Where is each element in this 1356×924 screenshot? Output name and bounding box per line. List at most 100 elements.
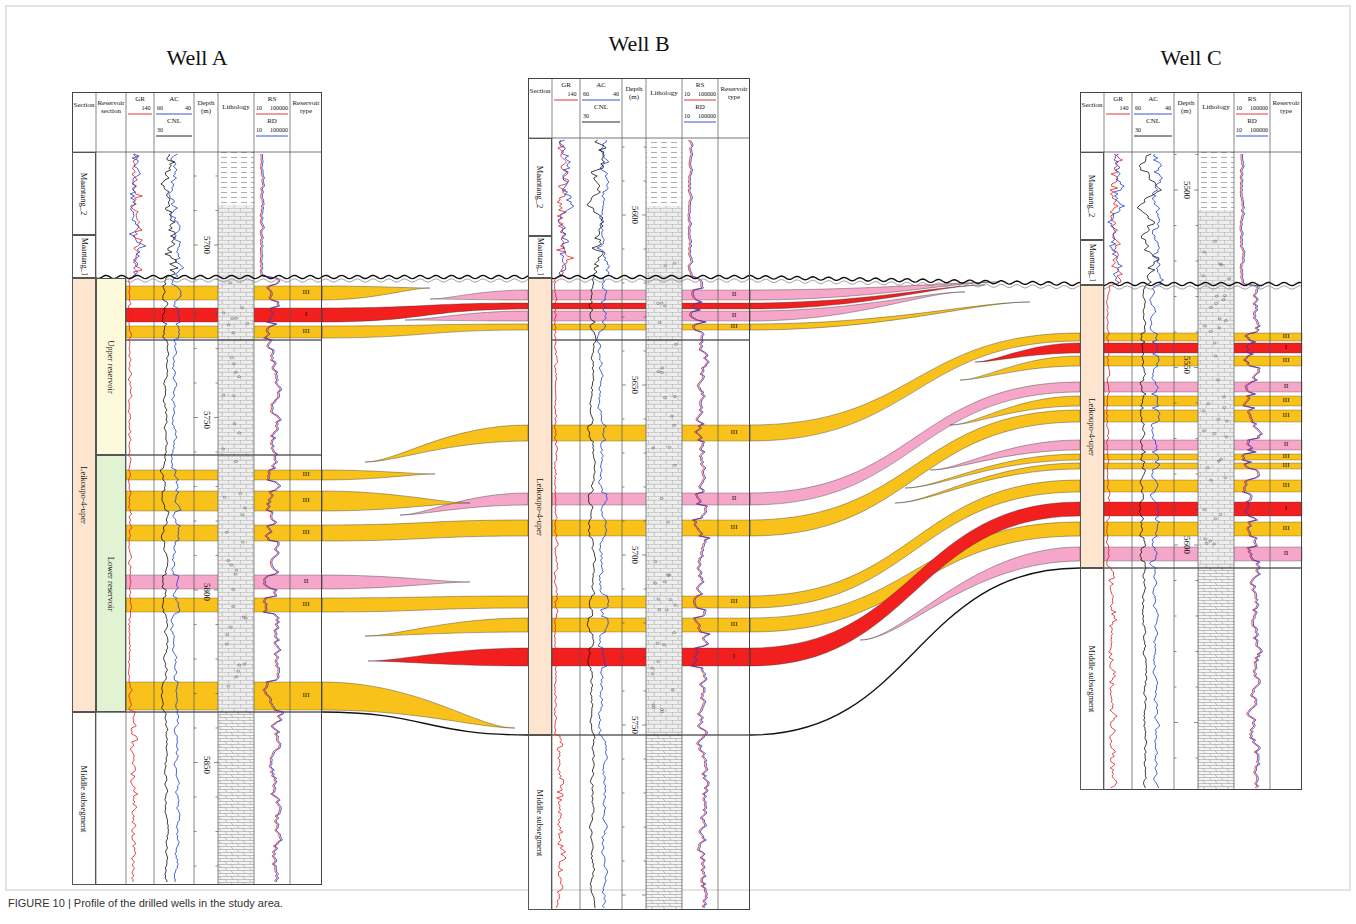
log-artwork [1217,418,1220,420]
log-artwork [1150,154,1164,788]
log-artwork [96,711,322,712]
section-band: Maantang_1 [72,235,96,278]
log-artwork [587,140,606,908]
log-artwork [644,249,647,250]
log-artwork [1203,325,1206,327]
column-header: Lithology [222,104,250,112]
log-artwork [1196,225,1199,226]
log-artwork [554,100,578,101]
log-artwork [241,307,244,309]
log-artwork [644,147,647,148]
reservoir-type: III [303,471,310,479]
log-artwork [216,348,219,349]
log-artwork [663,305,666,307]
reservoir-type: III [731,621,738,629]
log-artwork [230,357,233,359]
log-artwork [194,279,197,280]
section-label: Leikoupo-4-uper [80,466,89,524]
reservoir-type: II [732,291,737,299]
log-artwork [651,673,654,675]
log-artwork [242,616,245,618]
log-artwork [1174,509,1177,510]
log-artwork [690,140,711,908]
log-artwork [1174,722,1178,723]
log-artwork [644,419,647,420]
log-artwork [1204,538,1207,540]
log-artwork [654,561,657,563]
log-artwork [1106,154,1122,788]
log-artwork [1219,513,1222,515]
log-artwork [1196,687,1199,688]
log-artwork [262,154,284,882]
log-artwork [1225,420,1228,422]
log-artwork [216,797,219,798]
log-artwork [1194,722,1198,723]
section-label: Middle subsegment [80,765,89,832]
log-artwork [622,827,625,828]
log-artwork [660,709,663,711]
reservoir-type: III [1283,357,1290,365]
log-artwork [216,486,219,487]
log-artwork [243,507,246,509]
log-artwork [225,531,228,533]
reservoir-type: III [1283,462,1290,470]
log-artwork [663,581,666,583]
scale-value: 30 [583,113,589,120]
log-artwork [194,417,198,418]
scale-value: 10 [256,127,262,134]
log-artwork [365,425,528,462]
log-artwork [644,827,647,828]
log-artwork [1213,433,1216,435]
log-artwork [1174,616,1177,617]
reservoir-type: III [303,529,310,537]
log-artwork [232,363,235,365]
log-artwork [1174,332,1177,333]
log-artwork [1174,190,1178,191]
column-header: AC [169,96,179,104]
log-artwork [216,452,219,453]
log-artwork [1106,114,1130,115]
column-header: CNL [594,104,608,112]
log-artwork [1215,295,1218,297]
column-header: Section [74,102,95,110]
scale-value: 10 [684,113,690,120]
log-artwork [657,598,660,600]
log-artwork [1196,616,1199,617]
log-artwork [1198,568,1234,790]
log-artwork [256,136,288,137]
log-artwork [646,206,682,735]
log-artwork [1198,210,1234,568]
log-artwork [216,176,219,177]
column-header: Depth (m) [623,86,645,101]
log-artwork [239,493,242,495]
section-label: Middle subsegment [536,789,545,856]
log-artwork [1108,154,1125,284]
section-label: Maantang_2 [536,166,545,209]
log-artwork [222,448,225,450]
log-artwork [622,895,626,896]
scale-value: 40 [1165,105,1171,112]
reservoir-type: III [731,524,738,532]
log-artwork [1213,543,1216,545]
reservoir-type: III [303,328,310,336]
column-header: RS [696,82,705,90]
section-label: Maantang_2 [1088,175,1097,218]
log-artwork [243,663,246,665]
log-artwork [194,245,198,246]
log-artwork [1219,458,1222,460]
reservoir-type: III [303,497,310,505]
log-artwork [552,340,750,341]
log-artwork [227,559,230,561]
column-header: Lithology [1202,104,1230,112]
log-artwork [194,314,197,315]
log-artwork [675,343,678,345]
log-artwork [227,685,230,687]
log-artwork [254,92,255,885]
log-artwork [1224,477,1227,479]
log-artwork [750,302,1030,330]
log-artwork [156,136,192,137]
scale-value: 140 [142,105,151,112]
log-artwork [622,78,623,910]
log-artwork [126,455,322,456]
